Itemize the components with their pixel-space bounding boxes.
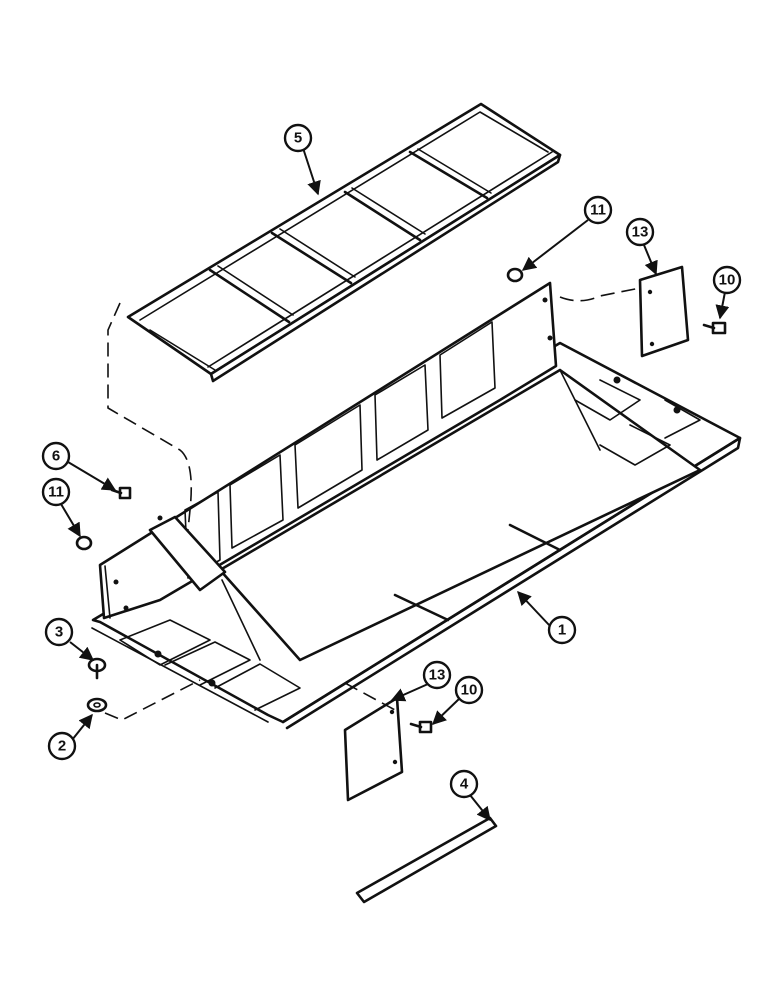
svg-text:13: 13 — [429, 667, 446, 684]
svg-text:5: 5 — [294, 130, 302, 147]
cover-plate-part-13-upper — [638, 265, 690, 358]
leader-lines — [60, 147, 730, 822]
callout-2: 2 — [47, 731, 77, 761]
seal-strip-part-4 — [355, 816, 498, 904]
callout-4: 4 — [449, 769, 479, 799]
nut-part-11-lower — [75, 535, 93, 551]
bolt-part-3 — [87, 657, 107, 680]
callout-13-upper: 13 — [625, 217, 655, 247]
svg-text:10: 10 — [461, 682, 478, 699]
alignment-lines — [104, 287, 641, 721]
callout-11-lower: 11 — [41, 477, 71, 507]
callout-10-upper: 10 — [712, 265, 742, 295]
svg-text:3: 3 — [55, 624, 63, 641]
tray-body-part-1 — [91, 281, 742, 730]
cover-plate-part-13-lower — [343, 696, 404, 802]
washer-part-2 — [86, 697, 108, 713]
svg-text:11: 11 — [590, 202, 606, 219]
callout-10-lower: 10 — [454, 675, 484, 705]
svg-text:4: 4 — [460, 776, 469, 793]
svg-text:11: 11 — [48, 484, 64, 501]
svg-text:10: 10 — [719, 272, 736, 289]
nut-part-11-upper — [506, 267, 524, 283]
svg-text:1: 1 — [558, 622, 566, 639]
bolt-part-10-upper — [702, 321, 727, 335]
screen-frame-part-5 — [126, 102, 562, 383]
svg-text:6: 6 — [52, 448, 60, 465]
callout-3: 3 — [44, 617, 74, 647]
bolt-part-10-lower — [409, 720, 433, 734]
callout-6: 6 — [41, 441, 71, 471]
svg-text:2: 2 — [58, 738, 66, 755]
callout-11-upper: 11 — [583, 195, 613, 225]
svg-text:13: 13 — [632, 224, 649, 241]
callout-5: 5 — [283, 123, 313, 153]
callout-1: 1 — [547, 615, 577, 645]
callout-13-lower: 13 — [422, 660, 452, 690]
